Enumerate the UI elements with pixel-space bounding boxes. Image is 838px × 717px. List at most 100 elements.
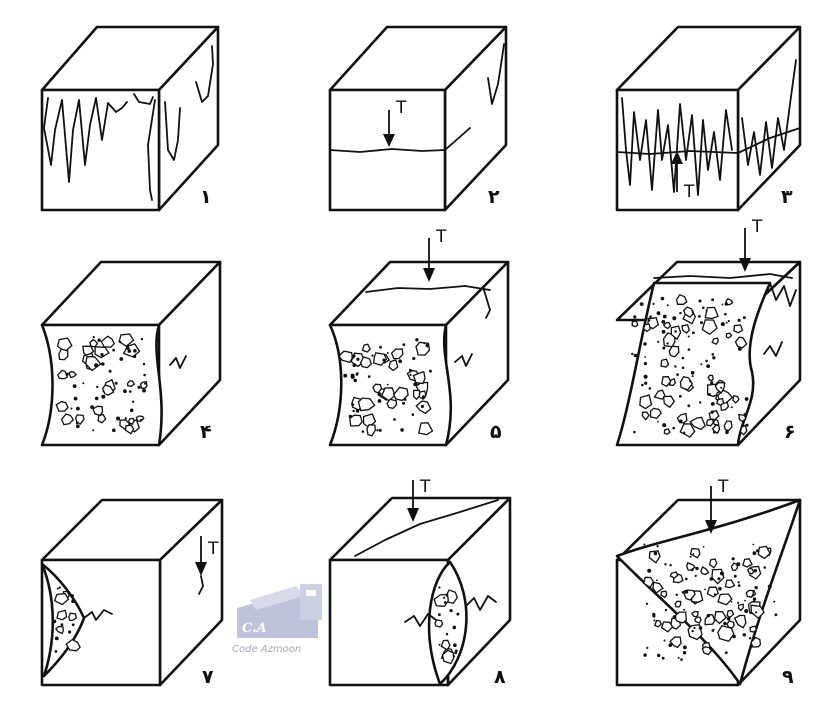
aggregate-dot bbox=[421, 395, 426, 399]
aggregate-dot bbox=[737, 584, 741, 587]
aggregate-dot bbox=[412, 356, 416, 361]
cube-1 bbox=[40, 25, 220, 212]
panel-number-3: ۳ bbox=[781, 186, 793, 208]
aggregate-stone bbox=[660, 621, 674, 633]
aggregate-stone bbox=[53, 592, 70, 606]
aggregate-dot bbox=[438, 586, 441, 589]
aggregate-dot bbox=[403, 398, 407, 401]
aggregate-dot bbox=[657, 340, 660, 343]
aggregate-dot bbox=[743, 413, 746, 415]
aggregate-stone bbox=[56, 609, 68, 621]
aggregate-dot bbox=[675, 593, 678, 596]
aggregate-dot bbox=[689, 380, 692, 383]
crack-pattern-2 bbox=[329, 43, 505, 153]
aggregate-dot bbox=[727, 319, 730, 323]
load-label-7: T bbox=[207, 539, 219, 559]
crack-pattern-6 bbox=[653, 273, 797, 357]
aggregate-dot bbox=[392, 393, 395, 395]
aggregate-stone bbox=[726, 609, 735, 619]
aggregate-dot bbox=[633, 315, 637, 319]
aggregate-dot bbox=[343, 373, 348, 378]
aggregate-dot bbox=[76, 406, 80, 411]
watermark: C.A Code Azmoon bbox=[232, 584, 322, 655]
aggregate-texture bbox=[338, 338, 434, 437]
aggregate-dot bbox=[682, 651, 687, 655]
aggregate-dot bbox=[94, 396, 99, 401]
aggregate-dot bbox=[649, 315, 652, 319]
aggregate-stone bbox=[686, 562, 696, 571]
aggregate-dot bbox=[700, 363, 703, 366]
aggregate-dot bbox=[661, 329, 666, 334]
aggregate-dot bbox=[679, 311, 682, 315]
aggregate-dot bbox=[653, 551, 658, 556]
aggregate-dot bbox=[711, 629, 715, 632]
aggregate-dot bbox=[68, 630, 72, 634]
aggregate-stone bbox=[661, 376, 672, 388]
aggregate-dot bbox=[737, 318, 741, 322]
aggregate-dot bbox=[742, 316, 746, 320]
aggregate-dot bbox=[774, 613, 778, 617]
aggregate-dot bbox=[664, 608, 668, 612]
aggregate-dot bbox=[54, 636, 59, 641]
aggregate-dot bbox=[752, 551, 757, 556]
aggregate-stone bbox=[118, 333, 135, 348]
aggregate-dot bbox=[745, 423, 749, 427]
aggregate-dot bbox=[402, 401, 406, 405]
aggregate-stone bbox=[707, 374, 715, 382]
aggregate-dot bbox=[737, 581, 740, 584]
aggregate-dot bbox=[683, 608, 686, 611]
aggregate-stone bbox=[679, 423, 696, 438]
crack-7 bbox=[83, 609, 113, 621]
aggregate-dot bbox=[133, 349, 137, 353]
aggregate-dot bbox=[140, 337, 144, 341]
aggregate-stone bbox=[715, 397, 725, 406]
load-label-8: T bbox=[419, 477, 431, 497]
load-label-6: T bbox=[751, 217, 763, 237]
aggregate-stone bbox=[745, 589, 754, 598]
aggregate-stone bbox=[372, 352, 388, 367]
aggregate-dot bbox=[386, 352, 389, 354]
aggregate-stone bbox=[412, 389, 421, 401]
aggregate-dot bbox=[75, 424, 80, 429]
load-arrow-5: T bbox=[423, 227, 447, 282]
aggregate-dot bbox=[684, 589, 689, 594]
load-arrow-3: T bbox=[671, 151, 695, 202]
aggregate-dot bbox=[142, 388, 146, 393]
aggregate-stone bbox=[412, 370, 426, 385]
aggregate-dot bbox=[408, 368, 412, 372]
load-arrow-6: T bbox=[739, 217, 763, 272]
aggregate-dot bbox=[724, 651, 728, 655]
aggregate-stone bbox=[704, 306, 719, 320]
aggregate-dot bbox=[678, 394, 682, 398]
cube-7 bbox=[40, 498, 224, 687]
aggregate-stone bbox=[712, 418, 720, 426]
aggregate-dot bbox=[92, 336, 95, 339]
aggregate-dot bbox=[720, 571, 724, 576]
aggregate-stone bbox=[361, 343, 371, 353]
aggregate-dot bbox=[705, 309, 708, 312]
aggregate-dot bbox=[108, 369, 112, 373]
aggregate-dot bbox=[350, 373, 355, 378]
aggregate-dot bbox=[677, 656, 680, 659]
aggregate-dot bbox=[691, 629, 694, 633]
aggregate-dot bbox=[676, 373, 679, 376]
panel-6: T ۶ bbox=[615, 217, 802, 447]
aggregate-dot bbox=[732, 634, 736, 639]
aggregate-dot bbox=[453, 643, 457, 647]
cube-8 bbox=[328, 496, 512, 687]
aggregate-dot bbox=[664, 563, 667, 566]
aggregate-stone bbox=[653, 389, 667, 400]
aggregate-dot bbox=[52, 619, 57, 624]
aggregate-stone bbox=[349, 414, 363, 427]
aggregate-dot bbox=[710, 381, 714, 385]
aggregate-dot bbox=[674, 365, 677, 368]
aggregate-dot bbox=[652, 302, 655, 305]
aggregate-stone bbox=[725, 332, 733, 339]
aggregate-dot bbox=[744, 397, 749, 401]
aggregate-dot bbox=[73, 396, 78, 401]
aggregate-dot bbox=[140, 418, 142, 421]
aggregate-stone bbox=[738, 413, 747, 423]
aggregate-stone bbox=[708, 558, 718, 569]
aggregate-dot bbox=[687, 348, 691, 351]
aggregate-stone bbox=[359, 356, 373, 369]
